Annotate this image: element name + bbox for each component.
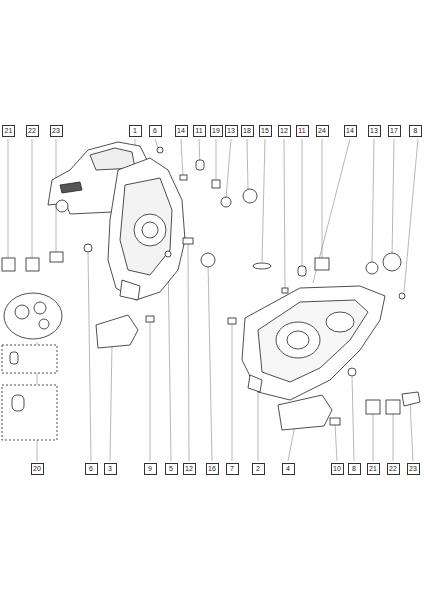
callout-number: 24 bbox=[316, 125, 329, 137]
callout-number: 1 bbox=[129, 125, 142, 137]
callout-number: 19 bbox=[210, 125, 223, 137]
callout-number: 13 bbox=[225, 125, 238, 137]
callout-number: 5 bbox=[165, 463, 178, 475]
callout-number: 11 bbox=[193, 125, 206, 137]
callout-number: 20 bbox=[31, 463, 44, 475]
callout-number: 11 bbox=[296, 125, 309, 137]
callout-number: 12 bbox=[183, 463, 196, 475]
callout-number: 23 bbox=[50, 125, 63, 137]
callout-number: 22 bbox=[26, 125, 39, 137]
parts bbox=[2, 142, 420, 440]
callout-number: 23 bbox=[407, 463, 420, 475]
callout-number: 6 bbox=[149, 125, 162, 137]
callout-number: 22 bbox=[387, 463, 400, 475]
callout-number: 7 bbox=[226, 463, 239, 475]
callout-number: 3 bbox=[104, 463, 117, 475]
callout-number: 2 bbox=[252, 463, 265, 475]
leader-lines bbox=[8, 139, 418, 461]
callout-number: 14 bbox=[175, 125, 188, 137]
callout-number: 21 bbox=[2, 125, 15, 137]
callout-number: 14 bbox=[344, 125, 357, 137]
callout-number: 13 bbox=[368, 125, 381, 137]
callout-number: 18 bbox=[241, 125, 254, 137]
callout-number: 10 bbox=[331, 463, 344, 475]
callout-number: 15 bbox=[259, 125, 272, 137]
callout-number: 16 bbox=[206, 463, 219, 475]
callout-number: 21 bbox=[367, 463, 380, 475]
callout-number: 8 bbox=[409, 125, 422, 137]
callout-number: 6 bbox=[85, 463, 98, 475]
callout-number: 9 bbox=[144, 463, 157, 475]
callout-number: 4 bbox=[282, 463, 295, 475]
callout-number: 8 bbox=[348, 463, 361, 475]
callout-number: 12 bbox=[278, 125, 291, 137]
callout-number: 17 bbox=[388, 125, 401, 137]
